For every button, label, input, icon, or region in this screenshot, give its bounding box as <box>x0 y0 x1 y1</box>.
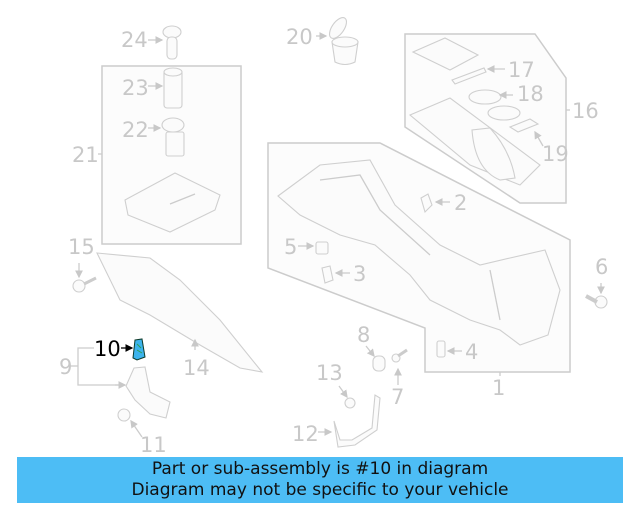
callout-18[interactable]: 18 <box>517 82 544 106</box>
part-8-cap <box>365 345 386 372</box>
callout-2[interactable]: 2 <box>454 191 467 215</box>
part-11-nut <box>117 408 143 438</box>
callout-3[interactable]: 3 <box>353 262 366 286</box>
part-23-socket <box>148 67 183 109</box>
part-4-clip <box>436 340 462 358</box>
callout-19[interactable]: 19 <box>542 142 569 166</box>
part-10-highlighted-clip[interactable] <box>121 338 146 361</box>
part-22-socket <box>148 117 185 157</box>
part-18-cup-rings <box>468 89 521 121</box>
part-17-bezel <box>411 37 505 85</box>
callout-1[interactable]: 1 <box>492 376 505 400</box>
callout-6[interactable]: 6 <box>595 255 608 279</box>
callout-12[interactable]: 12 <box>292 422 319 446</box>
callout-20[interactable]: 20 <box>286 25 313 49</box>
part-1-console-body <box>277 159 561 346</box>
part-6-screw <box>585 283 608 309</box>
callout-11[interactable]: 11 <box>140 433 167 456</box>
callout-14[interactable]: 14 <box>183 356 210 380</box>
part-2-clip <box>420 193 450 214</box>
banner-line-disclaimer: Diagram may not be specific to your vehi… <box>131 480 509 500</box>
callout-13[interactable]: 13 <box>316 361 343 385</box>
part-24-screw <box>148 25 182 60</box>
part-13-nut <box>338 385 356 409</box>
callout-22[interactable]: 22 <box>122 118 149 142</box>
part-7-screw <box>391 348 408 385</box>
callout-15[interactable]: 15 <box>68 235 95 259</box>
banner-line-part: Part or sub-assembly is #10 in diagram <box>151 459 489 479</box>
callout-23[interactable]: 23 <box>122 76 149 100</box>
callout-24[interactable]: 24 <box>121 28 148 52</box>
info-banner: Part or sub-assembly is #10 in diagram D… <box>17 457 623 503</box>
part-16-console-top <box>408 97 541 186</box>
part-19-pad <box>508 118 544 147</box>
callout-5[interactable]: 5 <box>284 235 297 259</box>
part-14-trim-panel <box>96 252 264 373</box>
callout-21[interactable]: 21 <box>72 143 99 167</box>
part-5-nut <box>298 241 329 255</box>
callout-10[interactable]: 10 <box>94 337 121 361</box>
callout-7[interactable]: 7 <box>391 385 404 409</box>
callout-16[interactable]: 16 <box>572 99 599 123</box>
callout-8[interactable]: 8 <box>357 323 370 347</box>
part-3-clip <box>321 265 350 284</box>
part-21-tray <box>124 172 221 233</box>
callout-labels: 24 23 22 21 20 17 18 16 19 2 5 3 15 6 8 … <box>59 25 608 456</box>
part-20-cup <box>316 17 359 66</box>
callout-4[interactable]: 4 <box>465 340 478 364</box>
part-15-screw <box>72 263 97 293</box>
part-9-bracket <box>70 347 171 419</box>
parts-diagram: 24 23 22 21 20 17 18 16 19 2 5 3 15 6 8 … <box>59 17 608 456</box>
callout-9[interactable]: 9 <box>59 355 72 379</box>
part-12-bracket <box>318 394 381 448</box>
callout-17[interactable]: 17 <box>508 58 535 82</box>
